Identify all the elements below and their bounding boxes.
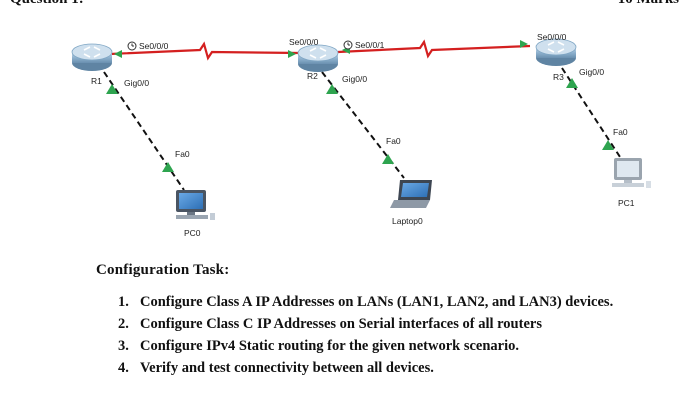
r2-name-label: R2	[307, 71, 318, 81]
laptop-icon	[390, 180, 432, 208]
clock-icon	[343, 40, 353, 50]
pc1-name-label: PC1	[618, 198, 635, 208]
marks-heading: 10 Marks	[618, 0, 679, 8]
marker-r2-gig	[326, 84, 338, 94]
pc0-fa-label: Fa0	[175, 149, 190, 159]
serial-link-r1-r2	[109, 41, 301, 61]
host-pc1[interactable]	[612, 158, 651, 188]
link-status-markers	[106, 40, 614, 172]
r1-gig-label: Gig0/0	[124, 78, 149, 88]
host-pc0[interactable]	[176, 190, 215, 220]
list-item: 3. Configure IPv4 Static routing for the…	[96, 335, 676, 357]
lan-link-r1-pc0	[103, 71, 185, 191]
serial-link-r2-r3	[337, 39, 531, 59]
task-number: 2.	[118, 316, 129, 332]
router-icon	[535, 38, 577, 66]
r2-serial-right-label: Se0/0/1	[355, 40, 385, 50]
laptop0-name-label: Laptop0	[392, 216, 423, 226]
r3-name-label: R3	[553, 72, 564, 82]
router-r3[interactable]	[535, 38, 577, 66]
router-r1[interactable]	[71, 43, 113, 71]
r2-gig-label: Gig0/0	[342, 74, 367, 84]
clock-icon	[127, 41, 137, 51]
r1-serial-label: Se0/0/0	[139, 41, 169, 51]
question-heading: Question 1:	[10, 0, 84, 8]
router-icon	[297, 44, 339, 72]
router-icon	[71, 43, 113, 71]
r1-name-label: R1	[91, 76, 102, 86]
pc-icon	[612, 158, 651, 188]
marker-r1-se	[114, 50, 122, 58]
task-text: Configure Class A IP Addresses on LANs (…	[140, 294, 614, 310]
task-text: Verify and test connectivity between all…	[140, 360, 434, 376]
task-text: Configure Class C IP Addresses on Serial…	[140, 316, 542, 332]
pc0-name-label: PC0	[184, 228, 201, 238]
network-topology-diagram: Se0/0/0 R1 Gig0/0 Se0/0/0 Se0/0/1 R2 Gig…	[71, 32, 651, 238]
marker-r1-gig	[106, 84, 118, 94]
marker-pc0-fa	[162, 162, 174, 172]
marker-r3-gig	[566, 78, 578, 88]
router-r2[interactable]	[297, 44, 339, 72]
marker-r3-se	[520, 40, 528, 48]
r3-serial-label: Se0/0/0	[537, 32, 567, 42]
lan-link-r3-pc1	[561, 67, 623, 161]
host-laptop0[interactable]	[390, 180, 432, 208]
page-header: Question 1: 10 Marks	[0, 0, 689, 7]
task-text: Configure IPv4 Static routing for the gi…	[140, 338, 519, 354]
pc-icon	[176, 190, 215, 220]
list-item: 2. Configure Class C IP Addresses on Ser…	[96, 313, 676, 335]
task-number: 3.	[118, 338, 129, 354]
r2-serial-left-label: Se0/0/0	[289, 37, 319, 47]
laptop0-fa-label: Fa0	[386, 136, 401, 146]
marker-laptop0-fa	[382, 154, 394, 164]
task-number: 1.	[118, 294, 129, 310]
task-title: Configuration Task:	[96, 262, 230, 278]
list-item: 4. Verify and test connectivity between …	[96, 357, 676, 379]
task-list: 1. Configure Class A IP Addresses on LAN…	[96, 291, 676, 379]
r3-gig-label: Gig0/0	[579, 67, 604, 77]
configuration-task-section: Configuration Task: 1. Configure Class A…	[96, 262, 676, 379]
marker-pc1-fa	[602, 140, 614, 150]
list-item: 1. Configure Class A IP Addresses on LAN…	[96, 291, 676, 313]
task-number: 4.	[118, 360, 129, 376]
pc1-fa-label: Fa0	[613, 127, 628, 137]
marker-r2-se0	[288, 50, 296, 58]
